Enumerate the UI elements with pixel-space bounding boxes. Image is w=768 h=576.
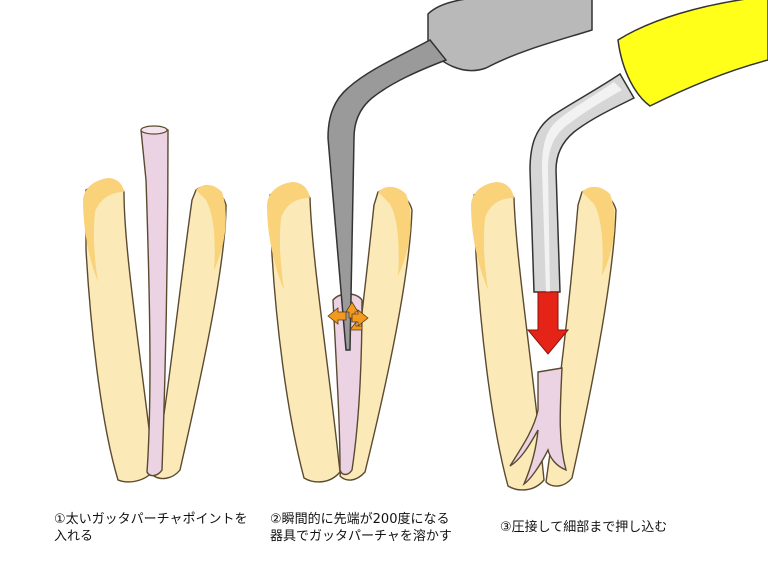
panel-3-right-root — [545, 189, 617, 487]
panel-2-left-enamel — [267, 182, 310, 290]
panel-1-gutta-percha-point — [140, 126, 169, 477]
press-down-arrow-icon — [526, 291, 570, 355]
panel-2-heater-handle — [427, 0, 593, 72]
panel-1-left-root — [85, 183, 155, 483]
panel-2-right-enamel — [378, 186, 411, 276]
caption-step-2: ②瞬間的に先端が200度になる器具でガッタパーチャを溶かす — [270, 512, 452, 544]
heat-arrow-left — [327, 307, 347, 325]
heat-arrows-icon — [327, 301, 369, 331]
panel-3-left-enamel — [471, 182, 514, 290]
panel-2-left-root — [269, 187, 341, 483]
panel-2-gutta-percha — [332, 293, 363, 476]
panel-3-plugger-handle — [617, 0, 768, 107]
heat-arrow-down — [349, 320, 363, 331]
caption-step-3: ③圧接して細部まで押し込む — [500, 520, 668, 535]
caption-step-1: ①太いガッタパーチャポイントを入れる — [54, 512, 248, 544]
panel-3-gutta-percha — [509, 367, 568, 486]
panel-3-tooth — [471, 0, 768, 491]
panel-1-gutta-percha-top — [140, 125, 168, 135]
panel-1-right-enamel — [196, 184, 226, 270]
panel-1-tooth — [83, 125, 227, 483]
panel-3-right-enamel — [582, 186, 615, 276]
panel-1-right-root — [153, 186, 227, 480]
panel-1-left-enamel — [83, 178, 124, 282]
panel-2-tooth — [267, 0, 593, 483]
panel-2-heater-shaft — [327, 39, 448, 351]
